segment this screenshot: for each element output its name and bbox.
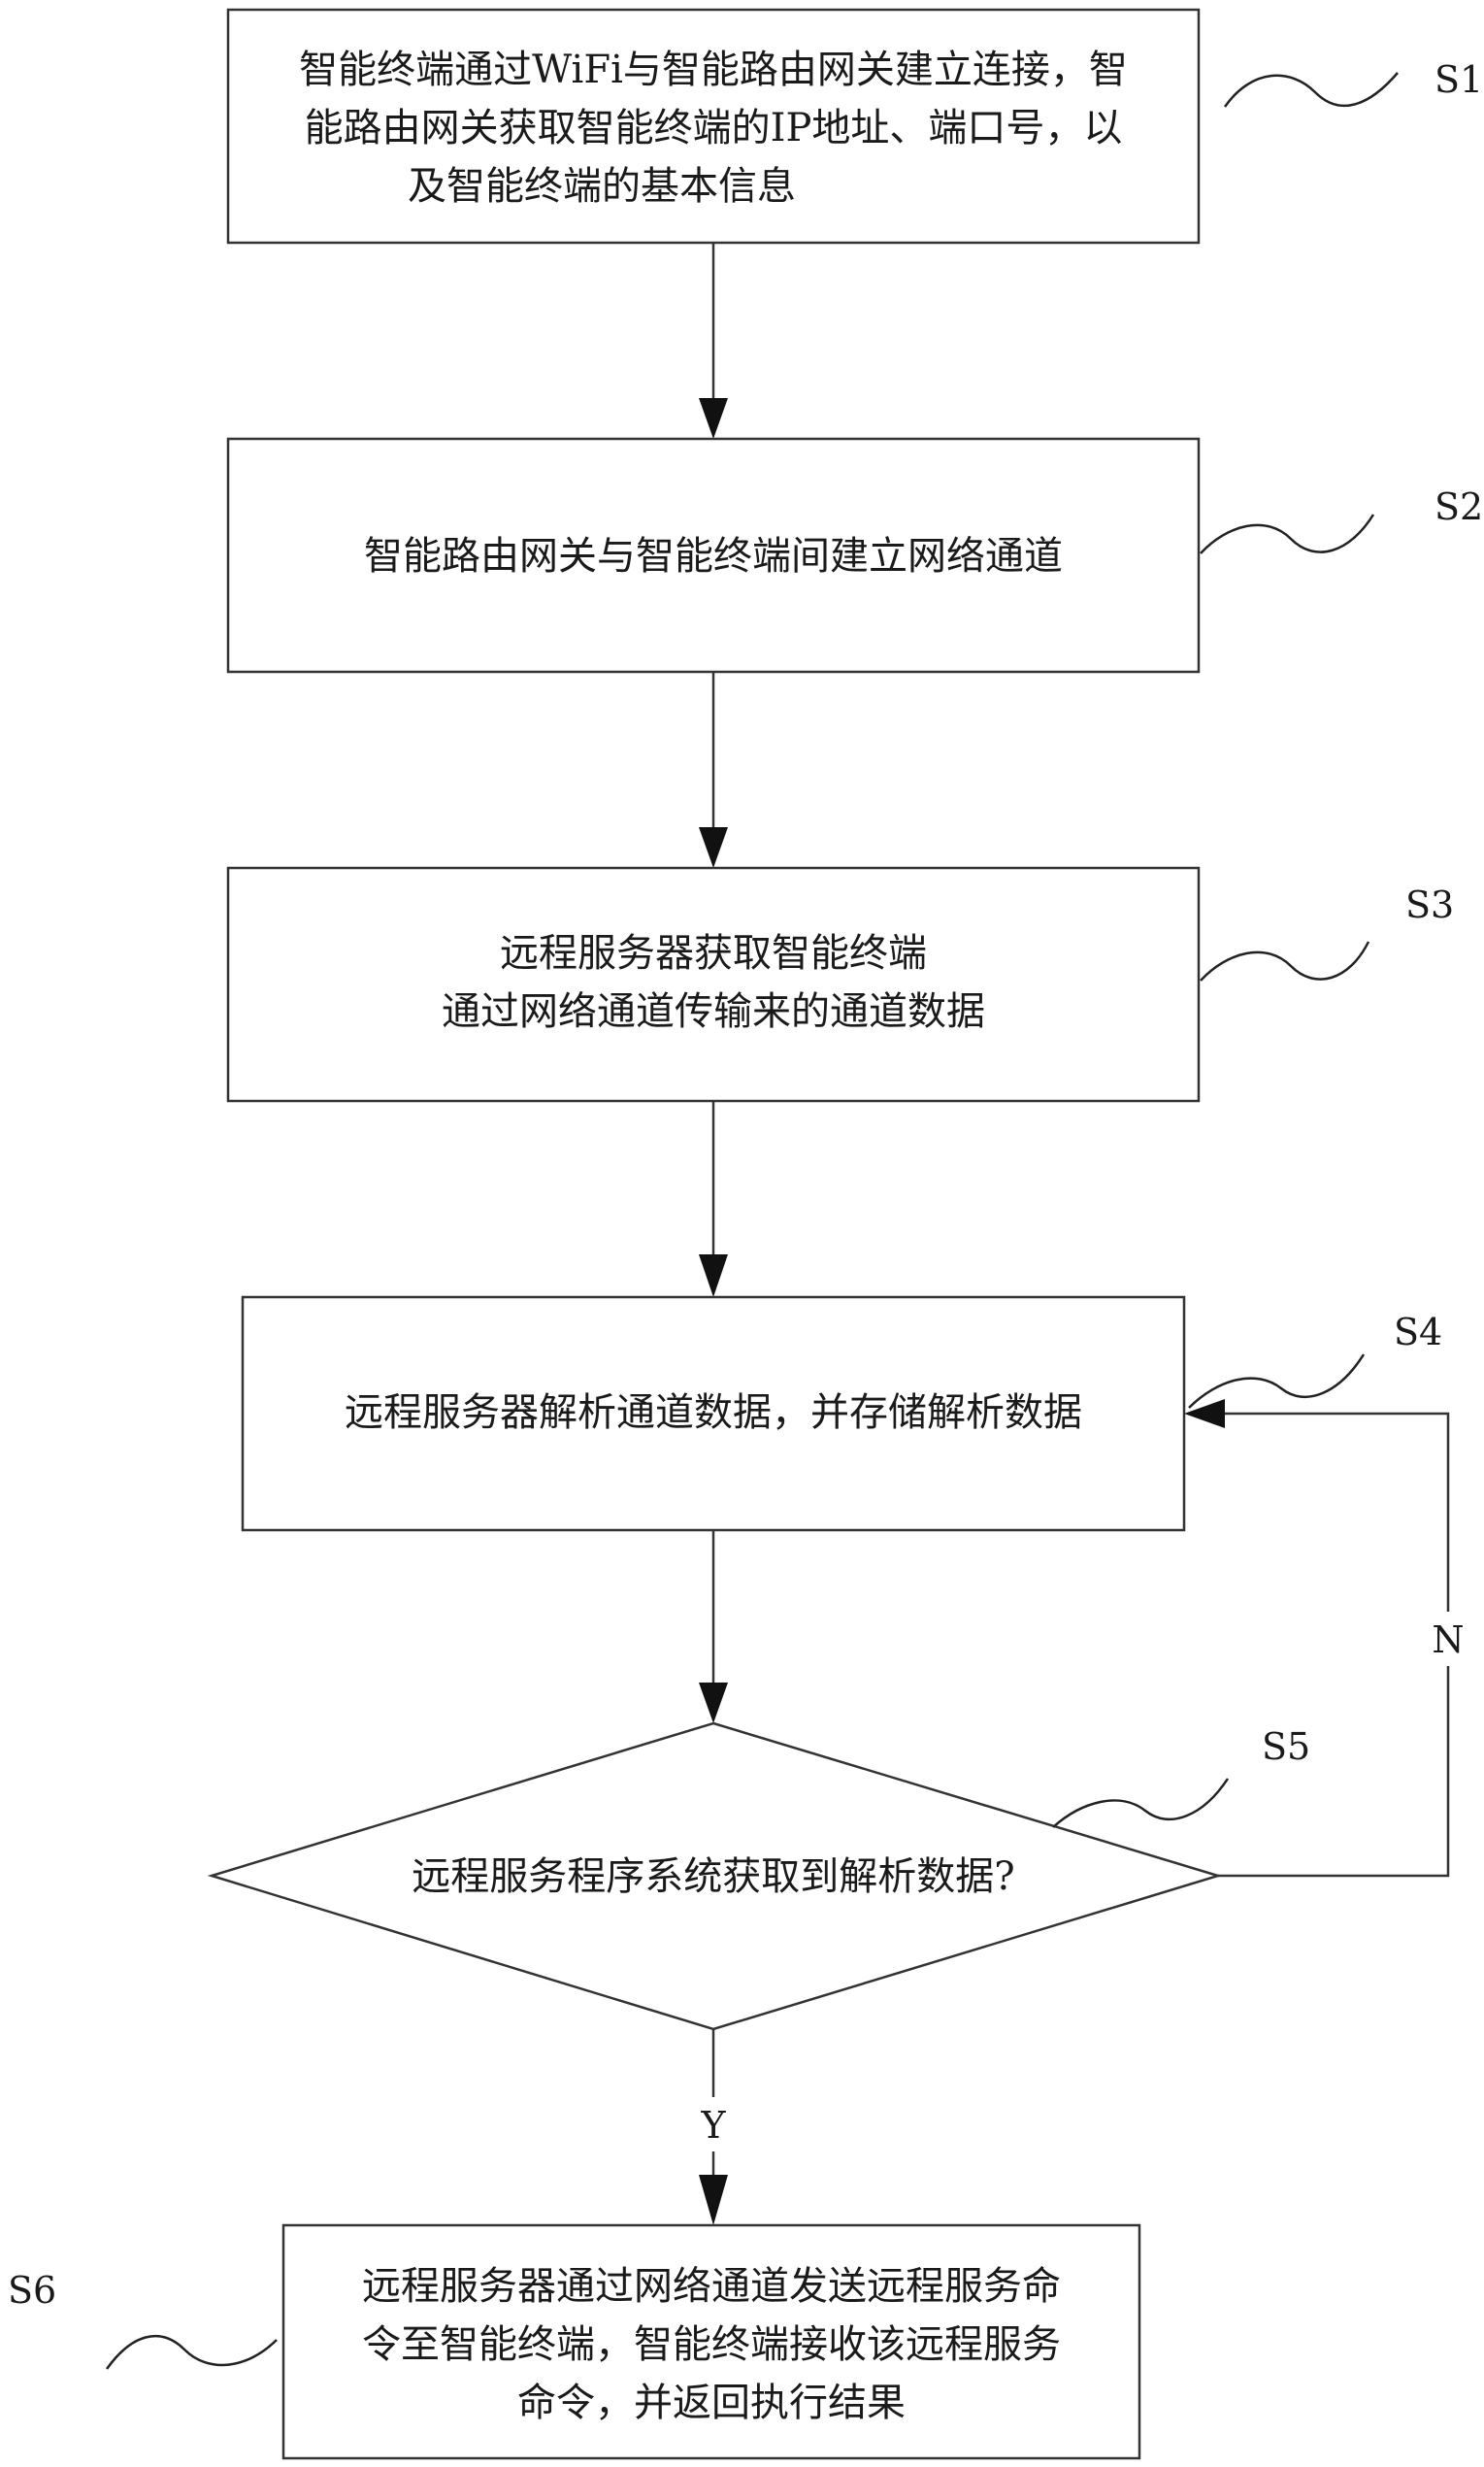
arrowhead-s5-s6 (699, 2175, 728, 2225)
step-s5: 远程服务程序系统获取到解析数据? (212, 1723, 1218, 2029)
branch-yes-label: Y (700, 2104, 726, 2147)
step-s2-label: S2 (1435, 485, 1483, 528)
step-s3-line-2: 通过网络通道传输来的通道数据 (442, 989, 985, 1034)
step-s3-box (228, 868, 1199, 1101)
step-s2-leader (1201, 515, 1373, 553)
loop-no-path (1218, 1414, 1448, 1876)
step-s6-line-3: 命令，并返回执行结果 (517, 2381, 906, 2425)
step-s1-line-1: 智能终端通过WiFi与智能路由网关建立连接，智 (299, 48, 1128, 92)
step-s6-label: S6 (8, 2269, 56, 2312)
step-s3: 远程服务器获取智能终端 通过网络通道传输来的通道数据 (228, 868, 1199, 1101)
arrowhead-s1-s2 (699, 398, 728, 439)
step-s2: 智能路由网关与智能终端间建立网络通道 (228, 439, 1199, 672)
arrowhead-no (1184, 1399, 1225, 1428)
step-s5-leader (1053, 1779, 1228, 1827)
step-s1-line-2: 能路由网关获取智能终端的IP地址、端口号，以 (305, 106, 1123, 150)
step-s6-line-2: 令至智能终端，智能终端接收该远程服务 (362, 2322, 1061, 2367)
step-s1-label: S1 (1435, 58, 1483, 101)
step-s3-line-1: 远程服务器获取智能终端 (500, 931, 927, 976)
step-s1-leader (1225, 73, 1398, 107)
step-s2-line-1: 智能路由网关与智能终端间建立网络通道 (364, 534, 1063, 579)
arrowhead-s4-s5 (699, 1683, 728, 1723)
step-s5-label: S5 (1262, 1725, 1310, 1768)
step-s5-line-1: 远程服务程序系统获取到解析数据? (412, 1854, 1014, 1899)
step-s6-line-1: 远程服务器通过网络通道发送远程服务命 (362, 2264, 1061, 2309)
step-s4-line-1: 远程服务器解析通道数据，并存储解析数据 (345, 1390, 1082, 1435)
arrowhead-s3-s4 (699, 1254, 728, 1297)
step-s6: 远程服务器通过网络通道发送远程服务命 令至智能终端，智能终端接收该远程服务 命令… (283, 2225, 1139, 2458)
step-s1: 智能终端通过WiFi与智能路由网关建立连接，智 能路由网关获取智能终端的IP地址… (228, 10, 1199, 243)
step-s4: 远程服务器解析通道数据，并存储解析数据 (243, 1297, 1184, 1530)
step-s4-leader (1189, 1354, 1364, 1408)
step-s3-leader (1201, 942, 1369, 981)
step-s4-label: S4 (1394, 1311, 1442, 1353)
arrowhead-s2-s3 (699, 827, 728, 868)
step-s6-leader (107, 2336, 277, 2369)
step-s3-label: S3 (1405, 883, 1454, 926)
branch-no-label: N (1432, 1618, 1464, 1661)
step-s1-line-3: 及智能终端的基本信息 (408, 164, 796, 209)
